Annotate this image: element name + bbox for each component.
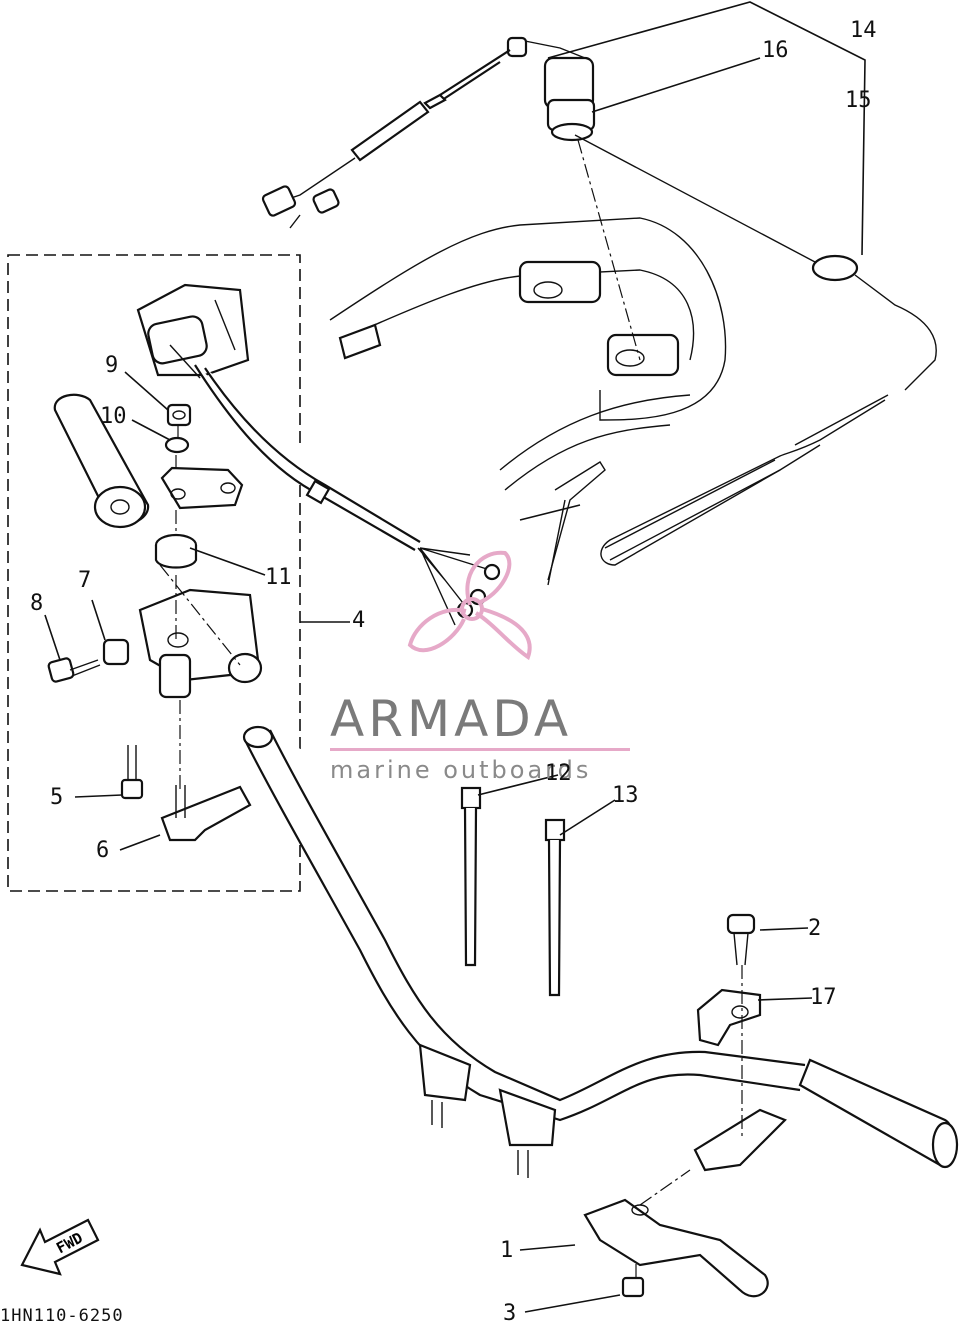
callout-16: 16 — [762, 38, 789, 63]
bolt-8 — [47, 657, 101, 683]
callout-5: 5 — [50, 785, 64, 810]
grip-rubber — [53, 393, 150, 529]
nut-7 — [102, 638, 130, 666]
nut-3 — [621, 1276, 645, 1298]
throttle-switch-housing — [136, 283, 250, 379]
lever-1 — [583, 1198, 769, 1298]
callout-7: 7 — [78, 568, 92, 593]
throttle-housing-body — [138, 588, 263, 699]
throttle-lever-6 — [160, 785, 252, 842]
callout-13: 13 — [612, 783, 639, 808]
switch-assembly-box — [7, 254, 301, 892]
callout-17: 17 — [810, 985, 837, 1010]
washer-10 — [164, 436, 190, 454]
callout-1: 1 — [500, 1238, 514, 1263]
lanyard-cord — [574, 134, 937, 566]
callout-6: 6 — [96, 838, 110, 863]
watermark-divider — [330, 748, 630, 751]
steering-handle — [242, 725, 959, 1178]
bracket-17 — [696, 988, 762, 1047]
callout-10: 10 — [100, 404, 127, 429]
switch-plate — [160, 466, 244, 510]
leader-lines — [44, 1, 866, 1313]
callout-15: 15 — [845, 88, 872, 113]
callout-9: 9 — [105, 353, 119, 378]
watermark-brand: ARMADA — [330, 690, 573, 748]
watermark-tagline: marine outboards — [330, 756, 592, 784]
drawing-code: 1HN110-6250 — [0, 1306, 124, 1326]
stop-switch — [506, 36, 596, 142]
fwd-arrow-icon — [20, 1218, 100, 1276]
cable-tie-12 — [460, 786, 482, 967]
collar-11 — [154, 533, 198, 569]
callout-2: 2 — [808, 916, 822, 941]
handle-bracket-frame — [329, 217, 727, 586]
callout-14: 14 — [850, 18, 877, 43]
propeller-icon — [407, 550, 532, 661]
cable-tie-13 — [544, 818, 566, 997]
screw-2 — [726, 913, 756, 966]
callout-3: 3 — [503, 1301, 517, 1326]
guide-lines — [159, 139, 743, 1278]
callout-12: 12 — [545, 761, 572, 786]
callout-4: 4 — [352, 608, 366, 633]
callout-8: 8 — [30, 591, 44, 616]
stop-switch-wire — [261, 49, 511, 229]
callout-11: 11 — [265, 565, 292, 590]
screw-5 — [120, 745, 144, 800]
nut-9 — [166, 403, 192, 427]
